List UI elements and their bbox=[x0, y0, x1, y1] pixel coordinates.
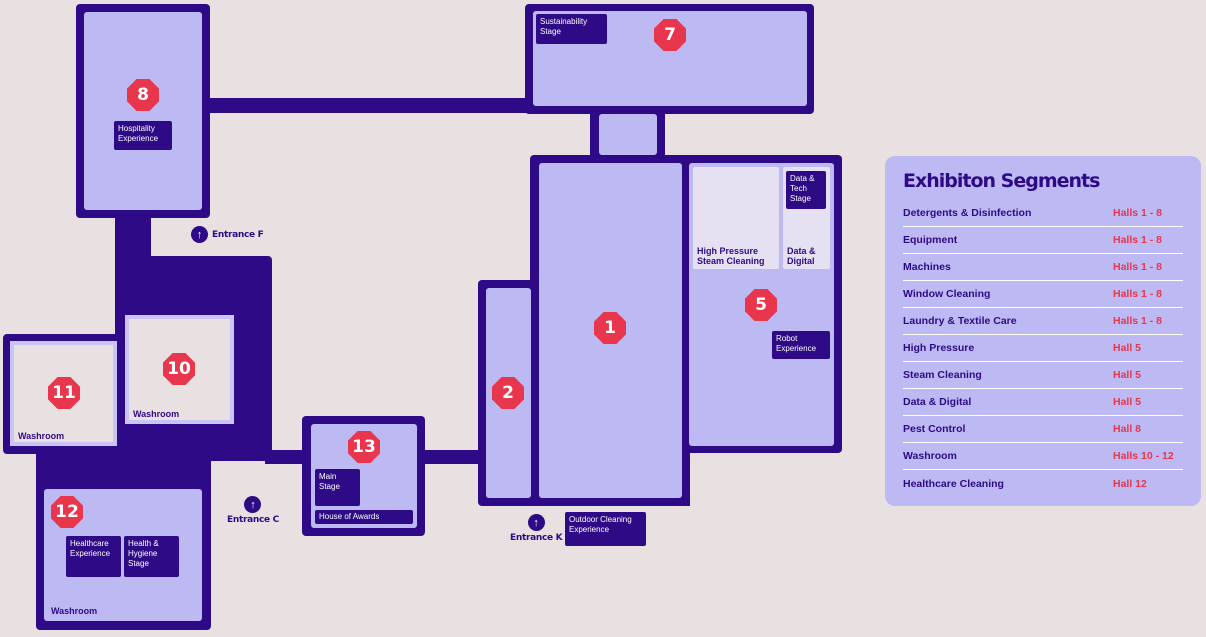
segment-halls: Halls 1 - 8 bbox=[1113, 207, 1163, 219]
segment-row[interactable]: Data & Digital Hall 5 bbox=[903, 389, 1183, 416]
segment-name: Window Cleaning bbox=[903, 288, 991, 300]
segment-name: Steam Cleaning bbox=[903, 369, 982, 381]
segment-row[interactable]: Healthcare Cleaning Hall 12 bbox=[903, 470, 1183, 497]
segment-halls: Halls 10 - 12 bbox=[1113, 450, 1174, 462]
data-digital-label: Data & Digital bbox=[787, 246, 816, 266]
sustainability-stage[interactable]: Sustainability Stage bbox=[536, 14, 607, 44]
segment-name: Machines bbox=[903, 261, 951, 273]
corridor-top bbox=[205, 98, 530, 113]
segment-halls: Hall 5 bbox=[1113, 342, 1142, 354]
hall-1-marker[interactable]: 1 bbox=[594, 312, 626, 344]
segment-row[interactable]: Laundry & Textile Care Halls 1 - 8 bbox=[903, 308, 1183, 335]
segment-name: Equipment bbox=[903, 234, 958, 246]
hall-5-steam-area bbox=[693, 167, 779, 269]
segment-halls: Hall 5 bbox=[1113, 396, 1142, 408]
segment-name: Washroom bbox=[903, 450, 957, 462]
segment-name: Laundry & Textile Care bbox=[903, 315, 1017, 327]
entrance-c[interactable]: ↑ Entrance C bbox=[227, 496, 279, 525]
connector-7-1-room bbox=[599, 114, 657, 155]
segment-row[interactable]: Detergents & Disinfection Halls 1 - 8 bbox=[903, 200, 1183, 227]
segment-halls: Hall 12 bbox=[1113, 477, 1147, 490]
arrow-up-icon: ↑ bbox=[527, 514, 545, 531]
washroom-12-label: Washroom bbox=[51, 606, 98, 616]
arrow-up-icon: ↑ bbox=[244, 496, 262, 513]
segment-halls: Halls 1 - 8 bbox=[1113, 288, 1163, 300]
segment-halls: Halls 1 - 8 bbox=[1113, 234, 1163, 246]
segment-name: Detergents & Disinfection bbox=[903, 207, 1032, 219]
segment-halls: Hall 8 bbox=[1113, 423, 1142, 435]
entrance-f[interactable]: ↑ Entrance F bbox=[191, 226, 264, 243]
segment-name: Data & Digital bbox=[903, 396, 972, 408]
corridor-13-2 bbox=[420, 450, 482, 464]
arrow-up-icon: ↑ bbox=[191, 226, 208, 243]
washroom-10-label: Washroom bbox=[133, 409, 180, 419]
corridor-to-13 bbox=[265, 450, 310, 464]
high-pressure-steam-label: High Pressure Steam Cleaning bbox=[697, 246, 765, 266]
robot-experience[interactable]: Robot Experience bbox=[772, 331, 830, 359]
gap-entrance-f bbox=[151, 218, 272, 256]
data-tech-stage[interactable]: Data & Tech Stage bbox=[786, 171, 826, 209]
hall-11-marker[interactable]: 11 bbox=[48, 377, 80, 409]
segment-halls: Halls 1 - 8 bbox=[1113, 261, 1163, 273]
segment-row[interactable]: Washroom Halls 10 - 12 bbox=[903, 443, 1183, 470]
entrance-c-label: Entrance C bbox=[227, 515, 279, 525]
segment-row[interactable]: Machines Halls 1 - 8 bbox=[903, 254, 1183, 281]
exhibition-segments-panel: Exhibiton Segments Detergents & Disinfec… bbox=[885, 156, 1201, 506]
washroom-11-label: Washroom bbox=[18, 431, 65, 441]
outdoor-cleaning-experience[interactable]: Outdoor Cleaning Experience bbox=[565, 512, 646, 546]
hall-8-marker[interactable]: 8 bbox=[127, 79, 159, 111]
entrance-k[interactable]: ↑ Entrance K bbox=[510, 514, 563, 543]
hall-2-marker[interactable]: 2 bbox=[492, 377, 524, 409]
hall-10-marker[interactable]: 10 bbox=[163, 353, 195, 385]
segment-row[interactable]: Equipment Halls 1 - 8 bbox=[903, 227, 1183, 254]
segment-row[interactable]: High Pressure Hall 5 bbox=[903, 335, 1183, 362]
segment-halls: Hall 5 bbox=[1113, 369, 1142, 381]
segment-row[interactable]: Window Cleaning Halls 1 - 8 bbox=[903, 281, 1183, 308]
health-hygiene-stage[interactable]: Health & Hygiene Stage bbox=[124, 536, 179, 577]
segment-name: High Pressure bbox=[903, 342, 975, 354]
hall-5-marker[interactable]: 5 bbox=[745, 289, 777, 321]
hospitality-experience[interactable]: Hospitality Experience bbox=[114, 121, 172, 150]
hall-12-marker[interactable]: 12 bbox=[51, 496, 83, 528]
segment-halls: Halls 1 - 8 bbox=[1113, 315, 1163, 327]
entrance-f-label: Entrance F bbox=[212, 229, 264, 240]
panel-title: Exhibiton Segments bbox=[903, 170, 1100, 192]
segment-name: Pest Control bbox=[903, 423, 966, 435]
house-of-awards[interactable]: House of Awards bbox=[315, 510, 413, 524]
entrance-k-label: Entrance K bbox=[510, 533, 563, 543]
segment-row[interactable]: Steam Cleaning Hall 5 bbox=[903, 362, 1183, 389]
main-stage[interactable]: Main Stage bbox=[315, 469, 360, 506]
segment-row[interactable]: Pest Control Hall 8 bbox=[903, 416, 1183, 443]
segment-name: Healthcare Cleaning bbox=[903, 477, 1004, 490]
hall-8[interactable] bbox=[84, 12, 202, 210]
hall-7-marker[interactable]: 7 bbox=[654, 19, 686, 51]
healthcare-experience[interactable]: Healthcare Experience bbox=[66, 536, 121, 577]
hall-13-marker[interactable]: 13 bbox=[348, 431, 380, 463]
